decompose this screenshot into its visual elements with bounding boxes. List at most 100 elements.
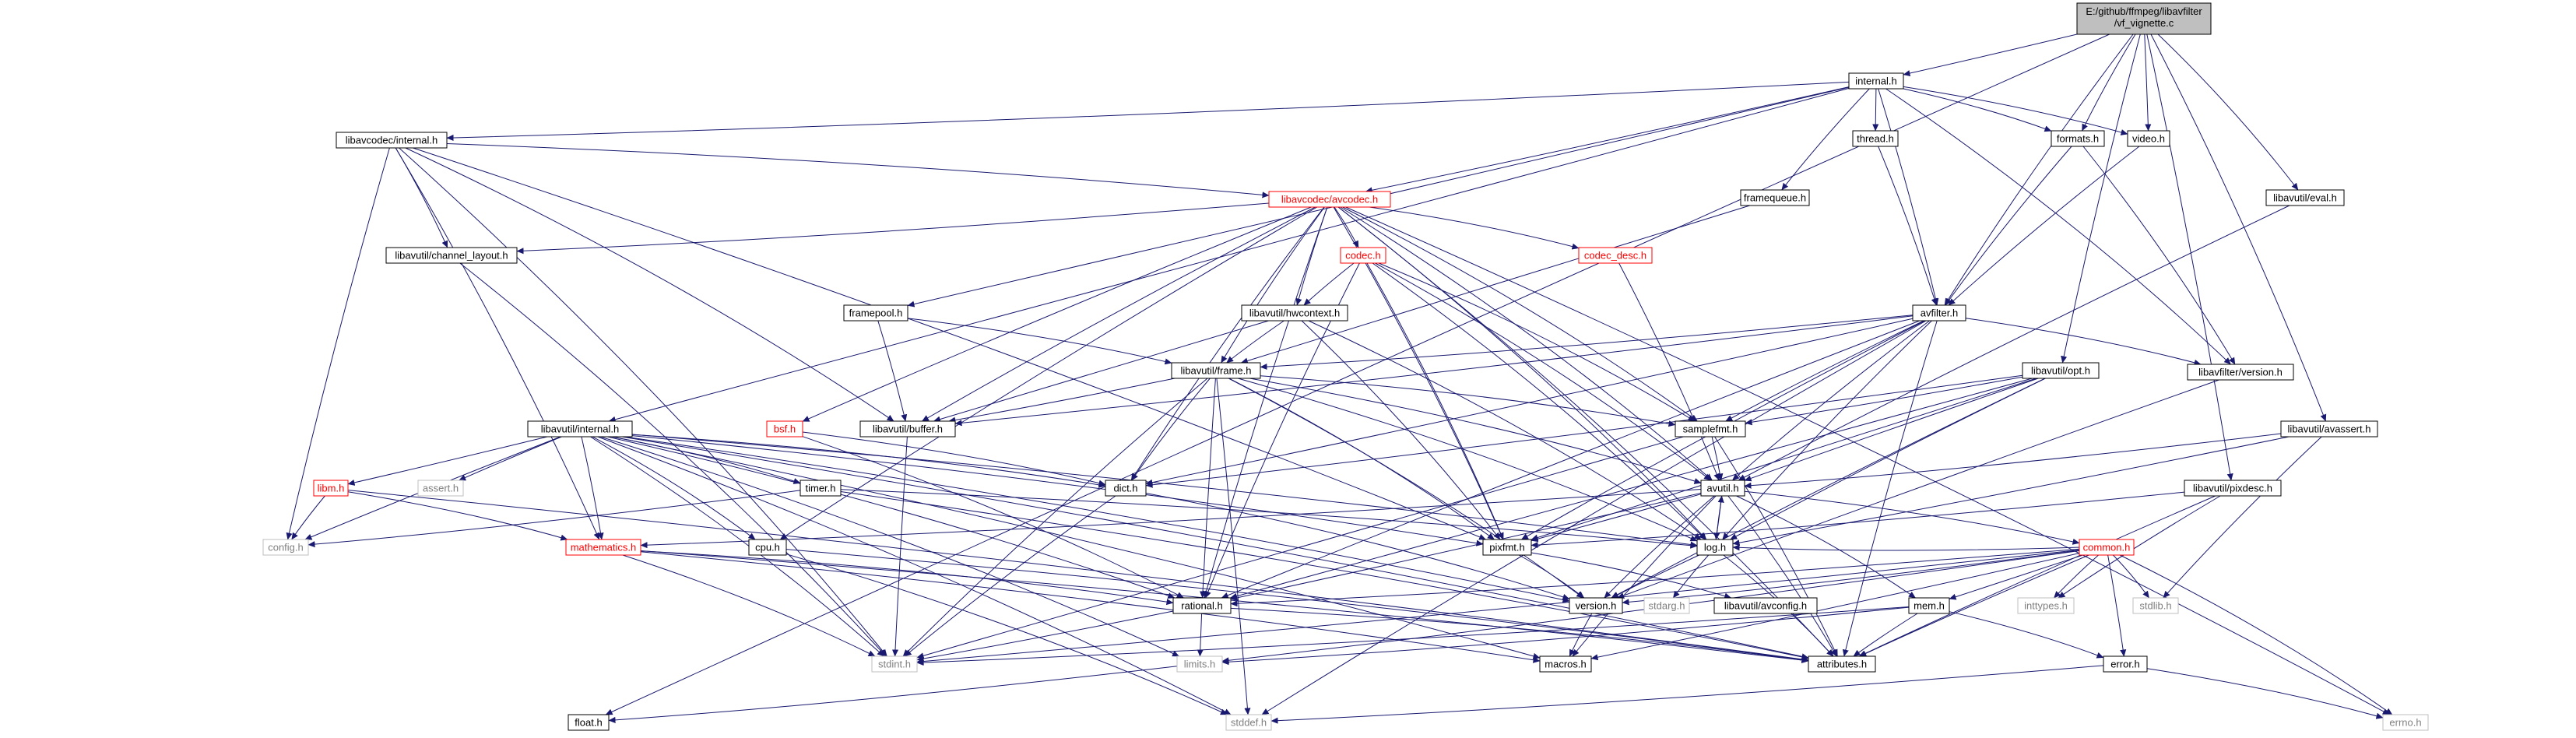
edge-lavc_avcodec-to-attributes_h	[1337, 206, 1834, 657]
node-lavc-avcodec[interactable]: libavcodec/avcodec.h	[1268, 191, 1391, 208]
node-formats-h[interactable]: formats.h	[2051, 130, 2105, 147]
edge-lavc_avcodec-to-channel_layout	[516, 202, 1270, 255]
edge-codec_h-to-hwcontext_h	[1303, 262, 1355, 306]
node-framequeue-h[interactable]: framequeue.h	[1740, 189, 1810, 206]
node-lavfi-version[interactable]: libavfilter/version.h	[2187, 364, 2294, 381]
edge-libm_h-to-attributes_h	[347, 490, 1809, 662]
edge-samplefmt_h-to-stdint_h	[916, 436, 1684, 659]
node-mathematics-h[interactable]: mathematics.h	[565, 539, 641, 556]
node-box	[1643, 597, 1690, 614]
edge-avutil_h-to-mem_h	[1736, 495, 1916, 599]
edge-frame_h-to-version_h	[1228, 378, 1584, 599]
edge-mem_h-to-limits_h	[1221, 606, 1910, 666]
node-float-h[interactable]: float.h	[568, 714, 610, 731]
node-label: video.h	[2132, 133, 2165, 145]
node-mem-h[interactable]: mem.h	[1908, 597, 1950, 614]
node-avassert-h[interactable]: libavutil/avassert.h	[2280, 420, 2378, 438]
edge-bsf_h-to-rational_h	[802, 436, 1184, 599]
node-lavu-internal[interactable]: libavutil/internal.h	[527, 420, 633, 438]
node-label: libm.h	[318, 483, 345, 494]
node-box	[2051, 130, 2105, 147]
node-box	[766, 420, 803, 438]
edge-lavc_avcodec-to-avutil_h	[1340, 206, 1713, 481]
node-box	[1912, 304, 1966, 322]
edge-internal_h-to-video_h	[1903, 86, 2128, 135]
node-codec-h[interactable]: codec.h	[1340, 247, 1386, 264]
edge-lavc_avcodec-to-bsf_h	[802, 206, 1312, 422]
node-samplefmt-h[interactable]: samplefmt.h	[1675, 420, 1746, 438]
edge-hwcontext_h-to-frame_h	[1226, 320, 1284, 364]
edge-lavc_internal-to-channel_layout	[395, 147, 448, 248]
node-pixdesc-h[interactable]: libavutil/pixdesc.h	[2184, 480, 2282, 497]
edge-lavc_internal-to-mathematics_h	[395, 147, 600, 540]
node-label: libavutil/internal.h	[541, 423, 619, 435]
node-version-h[interactable]: version.h	[1569, 597, 1623, 614]
node-codec-desc-h[interactable]: codec_desc.h	[1578, 247, 1653, 264]
node-timer-h[interactable]: timer.h	[800, 480, 842, 497]
edge-opt_h-to-version_h	[1611, 378, 2046, 599]
node-box	[2265, 189, 2345, 206]
node-box	[2382, 714, 2429, 731]
node-box	[1268, 191, 1391, 208]
node-label: libavutil/eval.h	[2273, 192, 2337, 204]
node-attributes-h[interactable]: attributes.h	[1808, 655, 1876, 673]
node-internal-h[interactable]: internal.h	[1848, 72, 1904, 90]
node-video-h[interactable]: video.h	[2127, 130, 2170, 147]
edge-rational_h-to-stdint_h	[916, 610, 1174, 662]
node-label: E:/github/ffmpeg/libavfilter	[2086, 5, 2202, 17]
edge-lavc_internal-to-buffer_h	[405, 147, 894, 422]
node-libm-h[interactable]: libm.h	[313, 480, 349, 497]
node-avconfig-h[interactable]: libavutil/avconfig.h	[1713, 597, 1818, 614]
node-opt-h[interactable]: libavutil/opt.h	[2022, 362, 2100, 379]
edge-pixdesc_h-to-inttypes_h	[2058, 495, 2221, 599]
edge-lavc_avcodec-to-samplefmt_h	[1342, 206, 1698, 422]
node-frame-h[interactable]: libavutil/frame.h	[1171, 362, 1261, 379]
node-stddef-h: stddef.h	[1225, 714, 1272, 731]
node-common-h[interactable]: common.h	[2079, 539, 2135, 556]
node-rational-h[interactable]: rational.h	[1172, 597, 1232, 614]
node-channel-layout[interactable]: libavutil/channel_layout.h	[385, 247, 518, 264]
node-buffer-h[interactable]: libavutil/buffer.h	[859, 420, 956, 438]
node-root-file[interactable]: E:/github/ffmpeg/libavfilter/vf_vignette…	[2076, 2, 2212, 35]
node-avutil-h[interactable]: avutil.h	[1700, 480, 1745, 497]
node-label: common.h	[2083, 542, 2131, 554]
node-framepool-h[interactable]: framepool.h	[843, 304, 908, 322]
node-cpu-h[interactable]: cpu.h	[748, 539, 787, 556]
edge-lavu_internal-to-version_h	[624, 436, 1570, 603]
node-dict-h[interactable]: dict.h	[1105, 480, 1147, 497]
node-box	[1740, 189, 1810, 206]
edge-opt_h-to-samplefmt_h	[1745, 376, 2023, 426]
node-error-h[interactable]: error.h	[2103, 655, 2148, 673]
node-eval-h[interactable]: libavutil/eval.h	[2265, 189, 2345, 206]
node-hwcontext-h[interactable]: libavutil/hwcontext.h	[1241, 304, 1348, 322]
node-label: internal.h	[1855, 76, 1896, 87]
edge-avfilter_h-to-log_h	[1722, 320, 1932, 540]
node-pixfmt-h[interactable]: pixfmt.h	[1482, 539, 1532, 556]
node-box	[1578, 247, 1653, 264]
node-box	[1539, 655, 1592, 673]
node-bsf-h[interactable]: bsf.h	[766, 420, 803, 438]
edge-frame_h-to-avutil_h	[1249, 378, 1702, 484]
node-macros-h[interactable]: macros.h	[1539, 655, 1592, 673]
edge-common_h-to-inttypes_h	[2054, 554, 2099, 599]
node-label: stdint.h	[878, 659, 911, 670]
node-thread-h[interactable]: thread.h	[1852, 130, 1899, 147]
node-box	[2132, 597, 2179, 614]
edge-lavu_internal-to-macros_h	[612, 436, 1541, 659]
node-label: libavutil/avassert.h	[2288, 423, 2371, 435]
edge-pixfmt_h-to-avconfig_h	[1530, 552, 1732, 599]
node-box	[417, 480, 464, 497]
edge-bsf_h-to-dict_h	[802, 431, 1106, 487]
node-avfilter-h[interactable]: avfilter.h	[1912, 304, 1966, 322]
edge-dict_h-to-version_h	[1145, 493, 1570, 600]
edge-hwcontext_h-to-buffer_h	[933, 320, 1269, 423]
edge-frame_h-to-log_h	[1238, 378, 1698, 542]
node-log-h[interactable]: log.h	[1696, 539, 1734, 556]
node-box	[568, 714, 610, 731]
edge-framepool_h-to-frame_h	[907, 318, 1172, 365]
node-lavc-internal[interactable]: libavcodec/internal.h	[336, 132, 448, 149]
node-label: avutil.h	[1706, 483, 1738, 494]
node-box	[1482, 539, 1532, 556]
node-label: assert.h	[423, 483, 459, 494]
edge-opt_h-to-pixfmt_h	[1530, 378, 2037, 541]
